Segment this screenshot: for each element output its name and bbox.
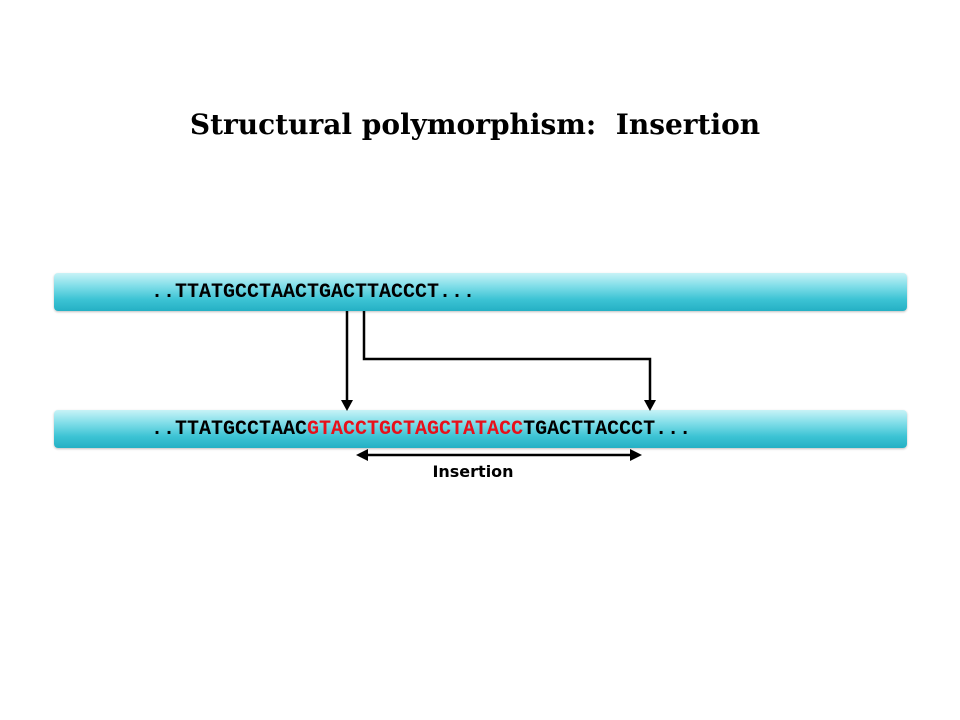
variant-sequence: ..TTATGCCTAACGTACCTGCTAGCTATACCTGACTTACC…	[151, 420, 691, 440]
variant-sequence-prefix: ..TTATGCCTAAC	[151, 418, 308, 441]
variant-strand-bar	[54, 410, 907, 448]
insertion-span-right-head	[630, 449, 642, 461]
insertion-span-left-head	[356, 449, 368, 461]
reference-sequence: ..TTATGCCTAACTGACTTACCCT...	[151, 281, 476, 304]
variant-sequence-insertion: GTACCTGCTAGCTATACC	[307, 418, 524, 441]
insertion-label: Insertion	[432, 462, 514, 481]
slide-title: Structural polymorphism: Insertion	[189, 108, 761, 141]
variant-sequence-suffix: TGACTTACCCT...	[523, 418, 692, 441]
right-mapping-arrow	[362, 311, 652, 402]
reference-strand-bar	[54, 273, 907, 311]
